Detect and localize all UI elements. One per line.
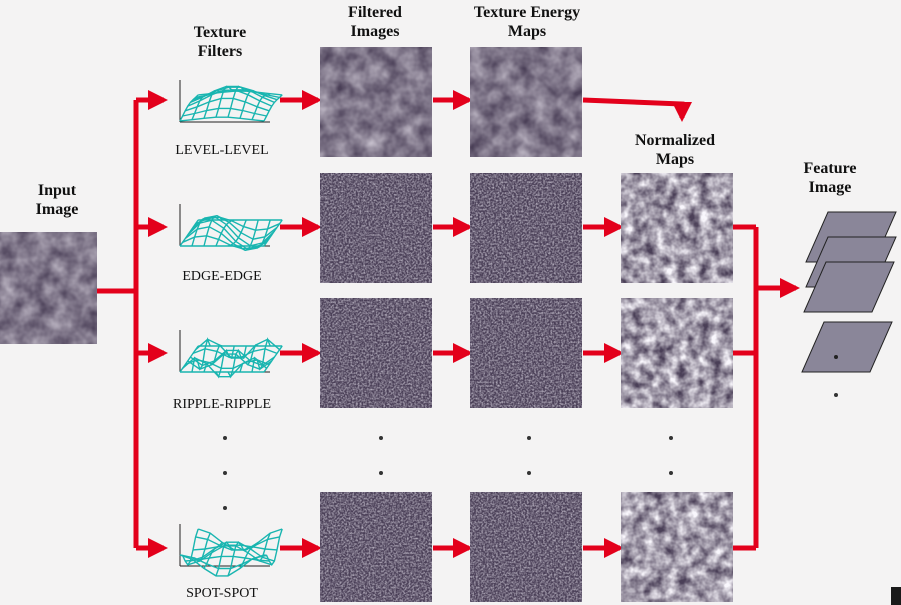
arrow-layer xyxy=(97,90,800,558)
level-turn-arrow xyxy=(582,97,692,122)
normalized-map-texture xyxy=(621,173,733,283)
mesh-line xyxy=(179,94,199,122)
ellipsis-dot xyxy=(527,471,531,475)
filtered-images-label: Filtered Images xyxy=(348,4,402,40)
ellipsis-dot xyxy=(669,471,673,475)
feature-plane xyxy=(803,261,895,313)
ellipsis-dot xyxy=(834,393,838,397)
image-layer xyxy=(0,47,733,602)
mesh-line xyxy=(184,359,270,369)
corner-mark xyxy=(891,587,901,605)
filter-label-ripple: RIPPLE-RIPPLE xyxy=(172,397,271,412)
mesh-line xyxy=(189,349,275,367)
ellipsis-dot xyxy=(223,436,227,440)
filter-surface-2 xyxy=(179,330,283,379)
feature-planes xyxy=(801,211,897,373)
ellipsis-dot xyxy=(379,436,383,440)
mesh-line xyxy=(187,353,273,370)
filtered-image-texture xyxy=(320,298,432,408)
texture-energy-label: Texture Energy Maps xyxy=(473,4,581,40)
mesh-line xyxy=(227,541,247,577)
mesh-line xyxy=(263,219,283,247)
filter-label-edge: EDGE-EDGE xyxy=(182,269,262,284)
mesh-line xyxy=(197,528,283,551)
plane-dot xyxy=(834,355,838,359)
mesh-line xyxy=(179,116,265,122)
mesh-line xyxy=(184,97,270,112)
mesh-line xyxy=(239,219,259,252)
filter-label-spot: SPOT-SPOT xyxy=(186,586,258,601)
ellipsis-dot xyxy=(379,471,383,475)
mesh-line xyxy=(251,532,271,562)
ellipsis-dot xyxy=(223,506,227,510)
mesh-line xyxy=(192,348,278,358)
mesh-layer xyxy=(179,80,283,577)
mesh-line xyxy=(195,216,280,231)
filtered-image-texture xyxy=(320,173,432,283)
feature-image-label: Feature Image xyxy=(803,160,857,196)
mesh-line xyxy=(195,338,281,359)
energy-map-texture xyxy=(470,492,582,602)
mesh-line xyxy=(263,528,283,567)
texture-filters-label: Texture Filters xyxy=(193,24,247,60)
mesh-line xyxy=(182,107,267,117)
energy-map-texture xyxy=(470,173,582,283)
filtered-image-texture xyxy=(320,47,432,157)
mesh-line xyxy=(227,219,247,247)
filter-surface-0 xyxy=(179,80,283,123)
mesh-line xyxy=(198,90,283,96)
input-image-texture xyxy=(0,232,97,344)
filter-surface-1 xyxy=(179,204,283,252)
mesh-line xyxy=(190,541,275,562)
mesh-line xyxy=(251,219,271,249)
mesh-line xyxy=(191,532,211,562)
mesh-line xyxy=(263,345,283,373)
normalized-map-texture xyxy=(621,492,733,602)
mesh-line xyxy=(251,337,271,373)
mesh-line xyxy=(192,214,278,240)
filter-label-level: LEVEL-LEVEL xyxy=(175,143,269,158)
ellipsis-dot xyxy=(527,436,531,440)
mesh-line xyxy=(195,89,280,99)
ellipsis-dot xyxy=(669,436,673,440)
normalized-map-texture xyxy=(621,298,733,408)
mesh-line xyxy=(192,544,278,551)
energy-map-texture xyxy=(470,298,582,408)
feature-plane xyxy=(801,321,893,373)
energy-map-texture xyxy=(470,47,582,157)
input-image-label: Input Image xyxy=(35,182,79,218)
filter-surface-3 xyxy=(179,524,283,577)
normalized-maps-label: Normalized Maps xyxy=(635,132,715,168)
mesh-line xyxy=(182,356,268,378)
mesh-line xyxy=(185,555,270,562)
ellipsis-dot xyxy=(223,471,227,475)
filtered-image-texture xyxy=(320,492,432,602)
mesh-line xyxy=(263,94,283,122)
